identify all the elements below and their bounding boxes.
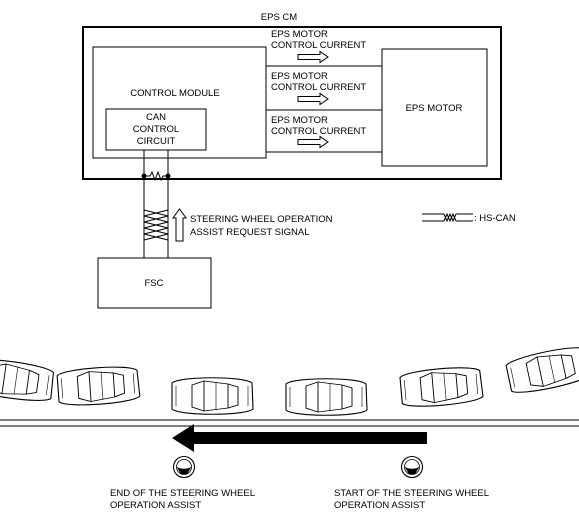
- can-circuit-line: CIRCUIT: [137, 136, 176, 147]
- direction-arrow-icon: [172, 424, 427, 452]
- current-arrow-icon: [297, 136, 329, 148]
- request-signal-line: STEERING WHEEL OPERATION: [190, 214, 333, 225]
- car-icon: [504, 343, 579, 397]
- control-module-box: [92, 46, 267, 159]
- steering-wheel-icon: [400, 455, 424, 479]
- end-assist-label-line: END OF THE STEERING WHEEL: [110, 488, 255, 499]
- can-circuit-line: CONTROL: [133, 124, 179, 135]
- start-assist-label-line: START OF THE STEERING WHEEL: [334, 488, 489, 499]
- current-arrow-icon: [297, 51, 329, 63]
- eps-motor-label: EPS MOTOR: [406, 103, 463, 114]
- current-label-line: EPS MOTOR: [271, 29, 328, 40]
- control-module-label: CONTROL MODULE: [130, 88, 219, 99]
- hs-can-wiring: [141, 150, 171, 258]
- fsc-box: [97, 257, 212, 309]
- car-icon: [56, 364, 141, 408]
- car-icon: [285, 378, 368, 416]
- end-assist-label-line: OPERATION ASSIST: [110, 500, 201, 511]
- current-label-line: CONTROL CURRENT: [271, 82, 366, 93]
- request-signal-line: ASSIST REQUEST SIGNAL: [190, 227, 310, 238]
- current-link-3: EPS MOTOR CONTROL CURRENT: [266, 115, 382, 153]
- current-label-line: CONTROL CURRENT: [271, 40, 366, 51]
- car-icon: [0, 355, 56, 405]
- steering-wheel-icon: [172, 455, 196, 479]
- fsc-label: FSC: [145, 278, 164, 289]
- current-label-line: CONTROL CURRENT: [271, 126, 366, 137]
- start-assist-label-line: OPERATION ASSIST: [334, 500, 425, 511]
- vehicle-path: [0, 343, 579, 416]
- car-icon: [399, 364, 484, 410]
- car-icon: [171, 377, 254, 415]
- request-signal-arrow-icon: [172, 208, 187, 242]
- eps-cm-label: EPS CM: [261, 12, 298, 23]
- current-label-line: EPS MOTOR: [271, 115, 328, 126]
- hs-can-legend-icon: [422, 212, 473, 223]
- current-arrow-icon: [297, 93, 329, 105]
- current-link-2: EPS MOTOR CONTROL CURRENT: [266, 71, 382, 111]
- eps-motor-box: [381, 48, 488, 167]
- current-link-1: EPS MOTOR CONTROL CURRENT: [266, 29, 382, 67]
- eps-cm-box: [82, 26, 502, 180]
- can-control-circuit-box: [105, 108, 207, 151]
- hs-can-legend-label: : HS-CAN: [474, 213, 516, 224]
- current-label-line: EPS MOTOR: [271, 71, 328, 82]
- can-circuit-line: CAN: [146, 112, 166, 123]
